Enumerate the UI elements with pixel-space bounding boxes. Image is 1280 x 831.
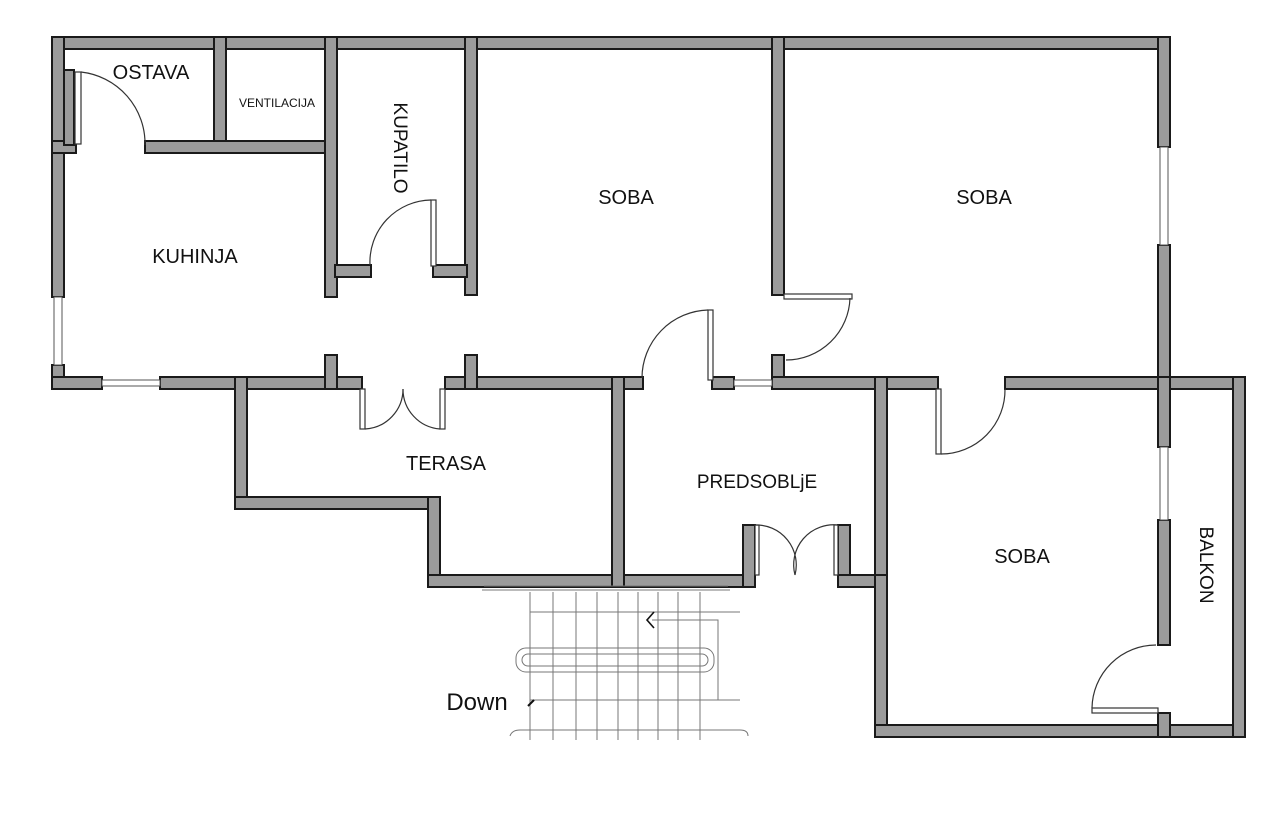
stair-top-rail (482, 585, 730, 591)
wall-right-upper-a (1157, 36, 1171, 148)
door-entrance-swing-right (793, 524, 839, 576)
label-soba-center: SOBA (598, 187, 654, 209)
door-kupatilo-swing (369, 199, 432, 266)
wall-kupatilo-bottom-b (432, 264, 468, 278)
door-entrance-swing-left (754, 524, 797, 576)
wall-terasa-right (611, 376, 625, 588)
wall-mid-b (159, 376, 339, 390)
wall-soba-bottom-left (874, 574, 888, 738)
door-ostava-leaf (74, 71, 82, 145)
door-soba-center-leaf (707, 309, 714, 381)
wall-mid-e (444, 376, 644, 390)
wall-ostava-bottom-b (144, 140, 338, 154)
door-terasa-leaf-right (439, 388, 446, 430)
wall-left-upper (51, 36, 65, 298)
wall-mid-g (711, 376, 735, 390)
wall-mid-f (464, 354, 478, 390)
stair-down-tick (527, 699, 535, 707)
door-terasa-leaf-left (359, 388, 366, 430)
label-terasa: TERASA (406, 453, 487, 475)
label-ventilacija: VENTILACIJA (239, 96, 315, 110)
windows (53, 146, 1169, 521)
wall-ostava-inner (63, 69, 75, 146)
wall-soba-divider (771, 36, 785, 296)
door-soba-right-leaf (783, 293, 853, 300)
window-predsoblje (733, 379, 773, 387)
label-predsoblje: PREDSOBLjE (697, 472, 817, 493)
wall-terasa-left (234, 376, 248, 508)
stair-direction-path (652, 619, 719, 700)
wall-soba-bottom-base (874, 724, 1246, 738)
label-kuhinja: KUHINJA (152, 246, 238, 268)
wall-mid-c (324, 354, 338, 390)
window-balkon (1159, 446, 1169, 521)
door-terasa-swing-right (402, 388, 441, 430)
label-soba-right: SOBA (956, 187, 1012, 209)
wall-terasa-step (427, 496, 441, 588)
stair-handrail-outer (515, 647, 715, 673)
stair-arrow-icon (645, 611, 655, 629)
stair-handrail-inner (521, 653, 709, 667)
door-kupatilo-leaf (430, 199, 437, 267)
label-kupatilo: KUPATILO (389, 102, 410, 193)
wall-balkon-right (1232, 376, 1246, 738)
door-entrance-leaf-right (833, 524, 839, 576)
room-labels: OSTAVA VENTILACIJA KUPATILO KUHINJA SOBA… (113, 62, 1216, 716)
door-soba-bottom-leaf (935, 388, 942, 455)
wall-mid-d (336, 376, 363, 390)
door-terasa-swing-left (364, 388, 404, 430)
label-balkon: BALKON (1195, 526, 1216, 603)
wall-balkon-door-stub (1157, 712, 1171, 738)
wall-ostava-right (213, 36, 227, 144)
door-soba-right-swing (785, 297, 851, 361)
window-soba-right (1159, 146, 1169, 246)
door-ostava-swing (80, 71, 146, 146)
door-soba-bottom-swing (940, 388, 1006, 455)
window-kuhinja-left (53, 296, 63, 366)
label-stairs-down: Down (446, 689, 507, 716)
doors (74, 71, 1159, 714)
wall-terasa-bottom (234, 496, 441, 510)
door-balkon-leaf (1091, 707, 1159, 714)
door-soba-center-swing (641, 309, 709, 379)
wall-predsoblje-right (874, 376, 888, 588)
wall-kupatilo-right (464, 36, 478, 296)
wall-predsoblje-bottom-a (742, 524, 756, 588)
wall-right-upper-b (1157, 244, 1171, 386)
wall-balkon-divider-a (1157, 376, 1171, 448)
label-ostava: OSTAVA (113, 62, 190, 84)
staircase (482, 585, 749, 740)
wall-terasa-base (427, 574, 754, 588)
stair-bottom-rail (509, 729, 749, 737)
wall-mid-h (771, 376, 939, 390)
wall-vent-right (324, 36, 338, 298)
window-kuhinja-bottom (101, 379, 161, 387)
wall-mid-a (51, 376, 103, 390)
wall-balkon-divider-b (1157, 519, 1171, 646)
door-entrance-leaf-left (754, 524, 760, 576)
door-balkon-swing (1091, 644, 1157, 709)
wall-kupatilo-bottom-a (334, 264, 372, 278)
label-soba-bottom: SOBA (994, 546, 1050, 568)
walls (51, 36, 1246, 738)
wall-mid-i (1004, 376, 1246, 390)
